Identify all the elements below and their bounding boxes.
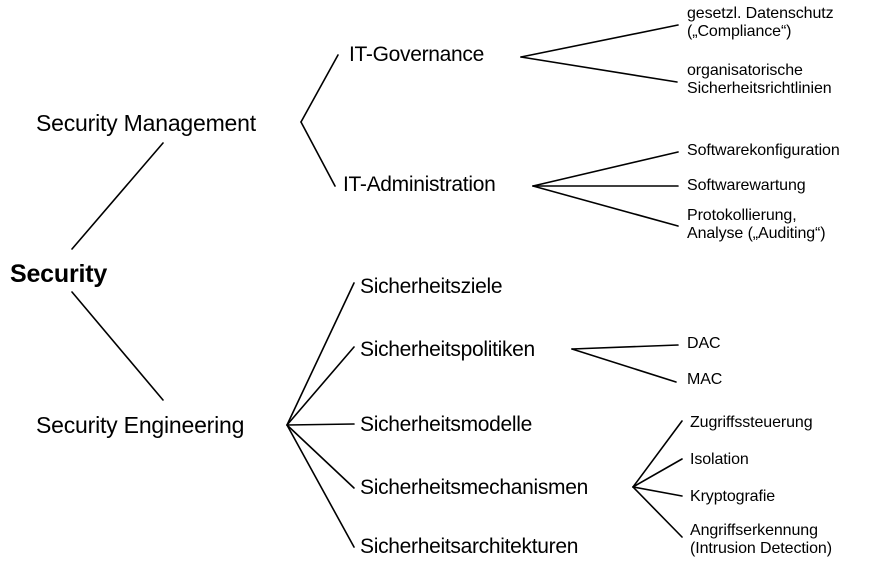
node-zugriffssteuerung: Zugriffssteuerung — [690, 414, 813, 432]
node-it-governance: IT-Governance — [349, 43, 484, 66]
node-kryptografie: Kryptografie — [690, 488, 775, 506]
node-security: Security — [10, 260, 108, 288]
leaf-line-2: Sicherheitsrichtlinien — [687, 79, 832, 97]
node-security-management: Security Management — [36, 110, 256, 136]
leaf-line-1: Kryptografie — [690, 488, 776, 505]
node-mac: MAC — [687, 371, 722, 389]
node-organisatorische-sicherheitsrichtlinien: organisatorische Sicherheitsrichtlinien — [687, 62, 832, 98]
node-sicherheitspolitiken: Sicherheitspolitiken — [360, 338, 535, 361]
root-to-security-engineering — [71, 291, 164, 401]
leaf-line-1: Zugriffssteuerung — [690, 414, 813, 431]
node-sicherheitsarchitekturen: Sicherheitsarchitekturen — [360, 535, 579, 558]
leaf-line-1: Protokollierung, — [687, 207, 797, 224]
node-softwarewartung: Softwarewartung — [687, 177, 806, 195]
sicherheitsmechanismen-hub-to-zugriffssteuerung — [632, 420, 683, 488]
leaf-line-1: Isolation — [690, 451, 749, 468]
node-softwarekonfiguration: Softwarekonfiguration — [687, 142, 840, 160]
it-administration-hub-to-softwarekonfiguration — [532, 151, 679, 187]
leaf-line-1: MAC — [687, 371, 723, 388]
it-governance-hub-to-organisatorische-richtlinien — [520, 56, 678, 83]
node-security-engineering: Security Engineering — [36, 412, 245, 438]
security-engineering-hub-to-sicherheitsziele — [286, 282, 355, 426]
leaf-line-1: Angriffserkennung — [690, 522, 818, 539]
node-sicherheitsmechanismen: Sicherheitsmechanismen — [360, 476, 589, 499]
sicherheitspolitiken-hub-to-dac — [571, 344, 679, 350]
leaf-line-2: Analyse („Auditing“) — [687, 224, 826, 242]
it-administration-hub-to-protokollierung — [532, 185, 679, 227]
node-dac: DAC — [687, 335, 721, 353]
sicherheitsmechanismen-hub-to-isolation — [632, 458, 683, 488]
security-engineering-hub-to-sicherheitspolitiken — [286, 346, 355, 426]
leaf-line-2: („Compliance“) — [687, 22, 792, 40]
node-angriffserkennung-intrusion-detection: Angriffserkennung (Intrusion Detection) — [690, 522, 832, 558]
node-isolation: Isolation — [690, 451, 749, 469]
node-sicherheitsmodelle: Sicherheitsmodelle — [360, 413, 533, 436]
leaf-line-1: organisatorische — [687, 62, 803, 79]
it-governance-hub-to-gesetzl-datenschutz — [520, 24, 679, 58]
security-engineering-hub-to-sicherheitsmodelle — [286, 423, 355, 426]
security-engineering-hub-to-sicherheitsmechanismen — [286, 424, 355, 489]
leaf-line-2: (Intrusion Detection) — [690, 539, 832, 557]
node-it-administration: IT-Administration — [343, 173, 496, 196]
node-sicherheitsziele: Sicherheitsziele — [360, 275, 503, 298]
security-management-hub-to-it-administration — [300, 121, 336, 187]
security-engineering-hub-to-sicherheitsarchitekturen — [286, 424, 355, 548]
leaf-line-1: gesetzl. Datenschutz — [687, 5, 834, 22]
sicherheitsmechanismen-hub-to-kryptografie — [632, 486, 683, 497]
leaf-line-1: DAC — [687, 335, 721, 352]
leaf-line-1: Softwarekonfiguration — [687, 142, 840, 159]
node-gesetzl-datenschutz: gesetzl. Datenschutz („Compliance“) — [687, 5, 834, 41]
leaf-line-1: Softwarewartung — [687, 177, 806, 194]
security-management-hub-to-it-governance — [300, 54, 339, 123]
node-protokollierung-analyse-auditing: Protokollierung, Analyse („Auditing“) — [687, 207, 826, 243]
sicherheitsmechanismen-hub-to-angriffserkennung — [632, 486, 683, 538]
sicherheitspolitiken-hub-to-mac — [571, 348, 677, 383]
root-to-security-management — [71, 142, 164, 250]
